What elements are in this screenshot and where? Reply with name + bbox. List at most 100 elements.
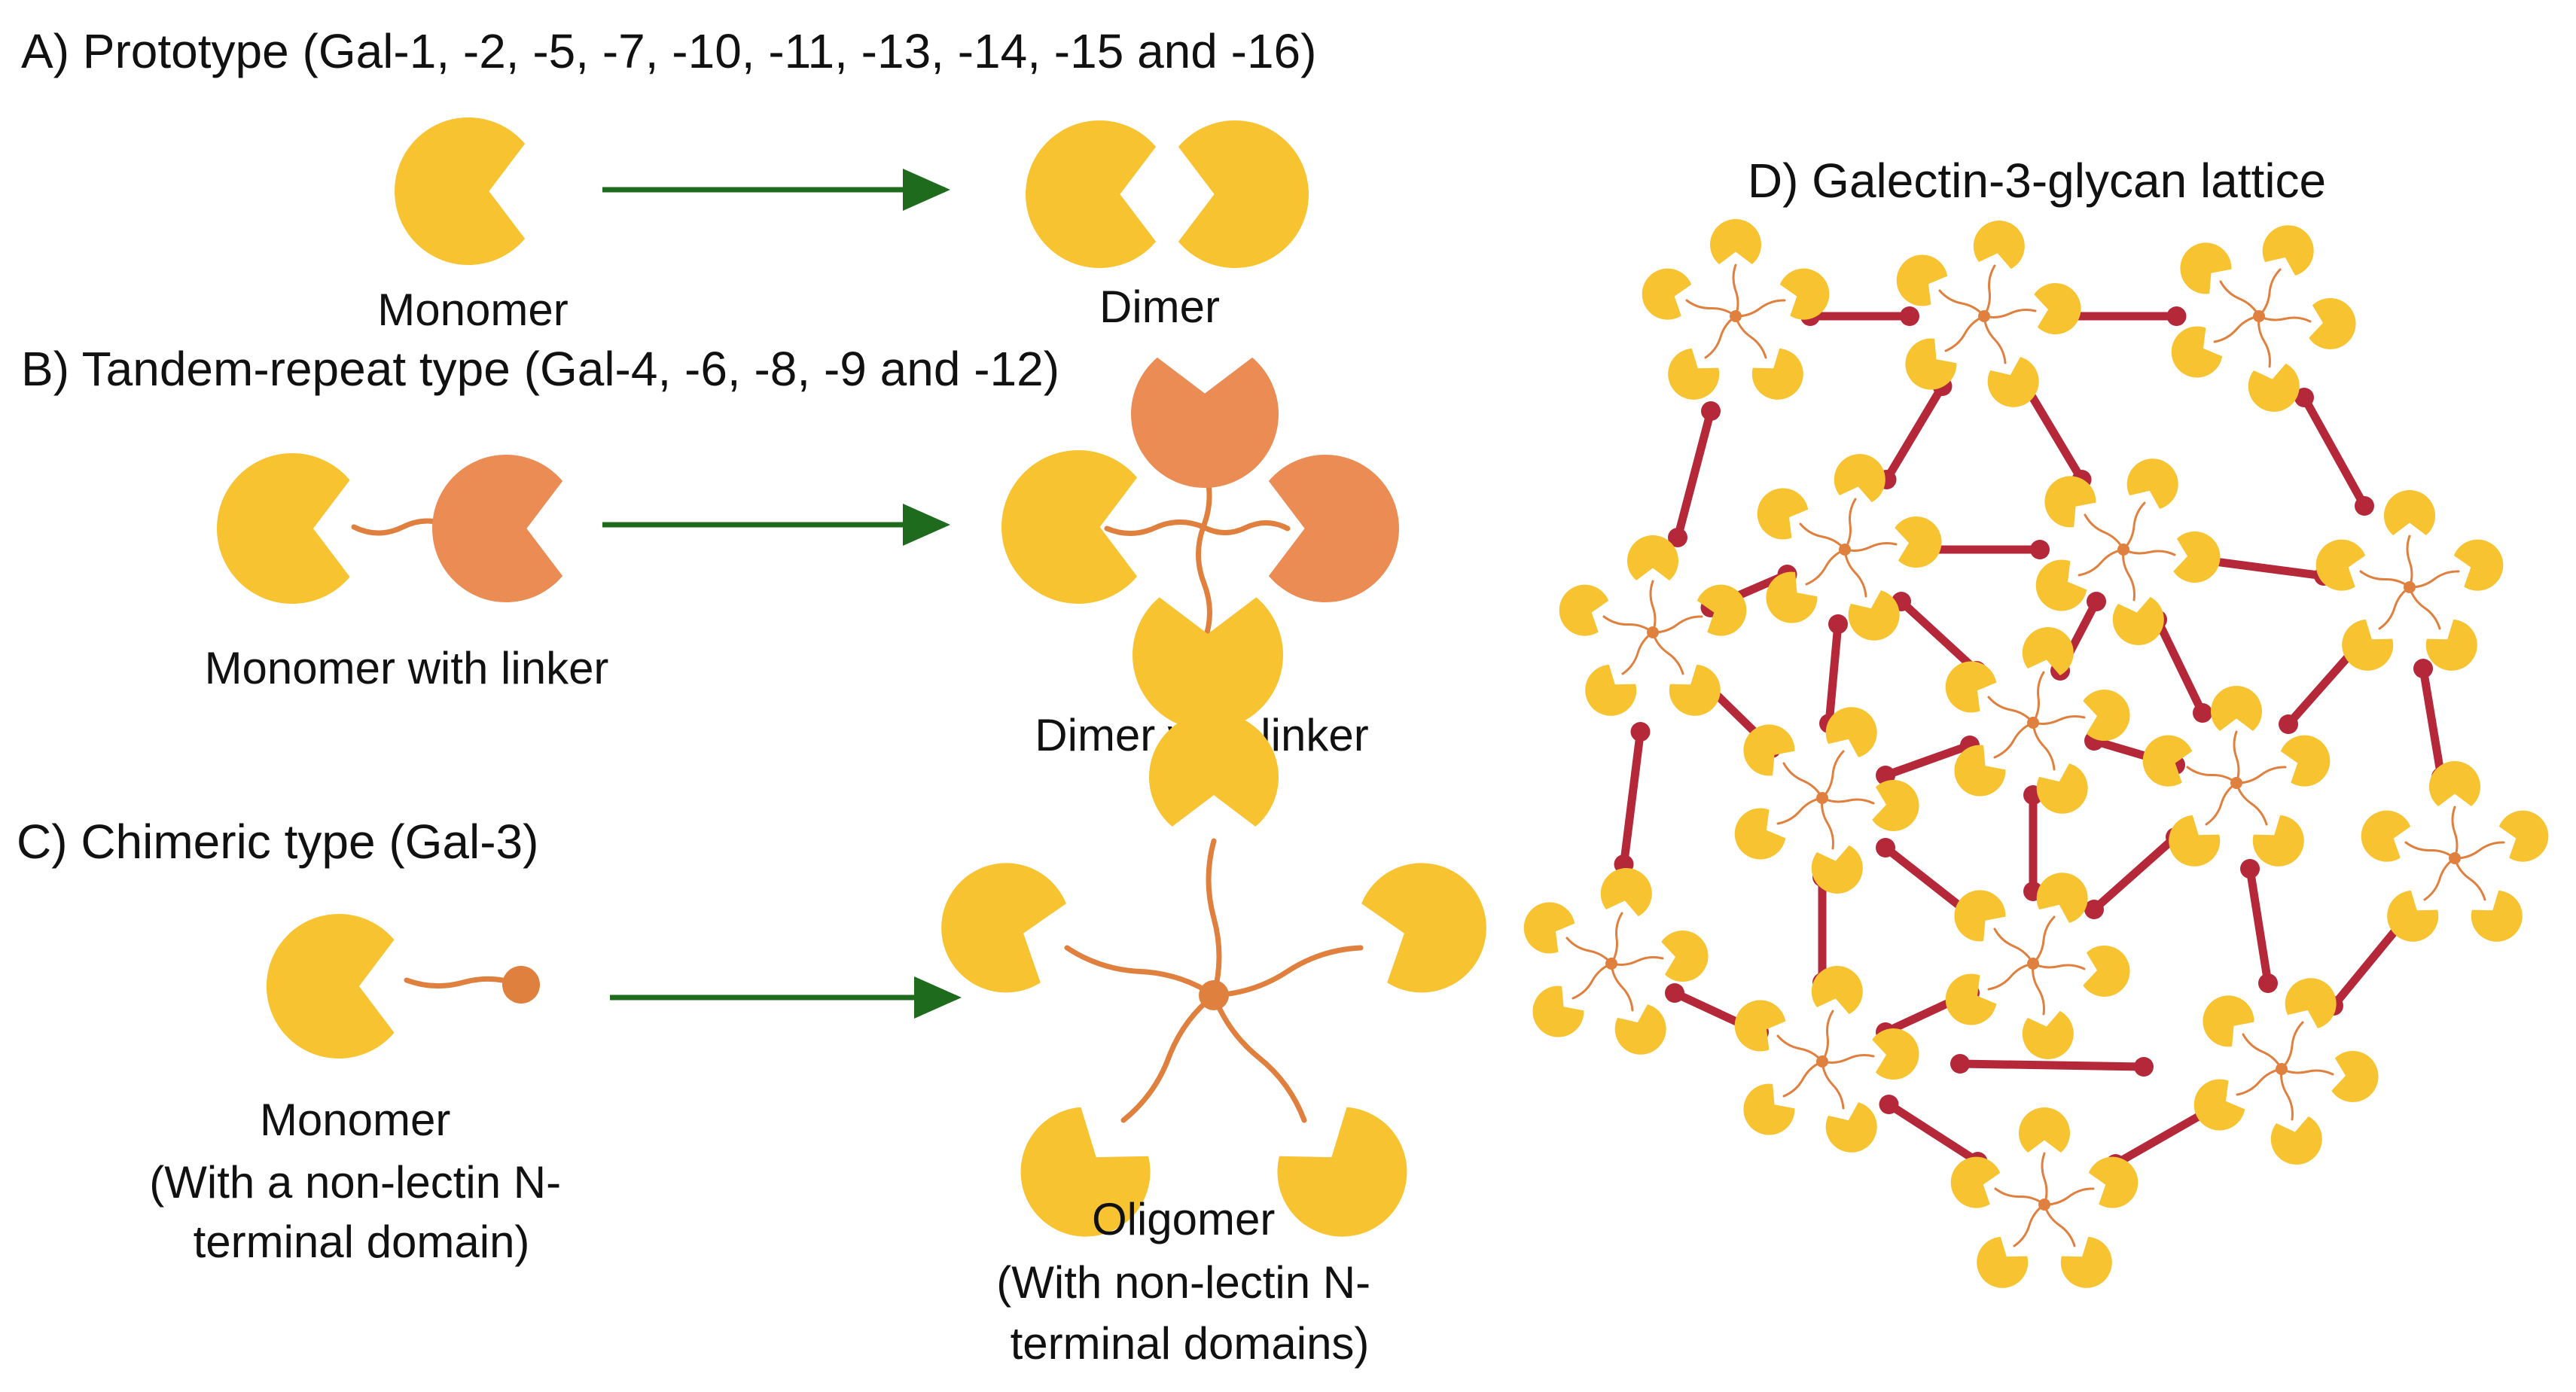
pentamer-tail (2236, 1068, 2283, 1096)
lattice-crd-icon (1523, 902, 1575, 954)
pentamer-tail (1938, 289, 1986, 318)
oligomer-crd-icon (1277, 1107, 1407, 1237)
c-oligomer-label: Oligomer (With non-lectin N- terminal do… (996, 1194, 1383, 1369)
b-monomer-icon (217, 452, 563, 604)
lattice-link-end (1828, 614, 1848, 634)
pentamer-tail (2257, 268, 2282, 318)
lattice-crd-icon (1834, 454, 1886, 503)
pentamer-tail (1843, 498, 1857, 551)
pentamer-tail (2235, 766, 2287, 784)
lattice-link-end (1630, 722, 1651, 742)
pentamer-tail (2032, 962, 2045, 1016)
pentamer-tail (1610, 962, 1634, 1012)
dimer-linker (1200, 520, 1291, 535)
monomer-crd-orange-icon (432, 454, 563, 602)
section-d-header: D) Galectin-3-glycan lattice (1748, 154, 2326, 208)
pentamer-tail (2122, 501, 2146, 551)
lattice-glycan-link (1881, 843, 1974, 918)
lattice-glycan-link (2090, 833, 2180, 914)
lattice-pentamer (1945, 627, 2130, 814)
section-b-header: B) Tandem-repeat type (Gal-4, -6, -8, -9… (21, 342, 1059, 396)
lattice-crd-icon (1895, 516, 1942, 568)
lattice-crd-icon (1987, 357, 2039, 407)
lattice-pentamer (2193, 978, 2379, 1165)
pentamer-tail (2257, 315, 2271, 368)
pentamer-tail (2423, 857, 2456, 901)
pentamer-tail (2453, 857, 2486, 901)
lattice-crd-icon (1825, 1102, 1877, 1153)
lattice-link-end (2193, 703, 2212, 723)
pentamer-tail (2280, 1068, 2334, 1076)
pentamer-tail (2280, 1021, 2304, 1071)
lattice-pentamer (1734, 966, 1919, 1153)
pentamer-tail (1821, 797, 1875, 805)
monomer-crd-yellow-icon (217, 452, 350, 604)
lattice-nodes (1523, 218, 2549, 1288)
pentamer-tail (1994, 1187, 2046, 1206)
pentamer-core-icon (2027, 958, 2039, 970)
dimer-crd-right-icon (1178, 120, 1309, 268)
pentamer-tail (2280, 1068, 2294, 1121)
pentamer-tail (2235, 781, 2268, 826)
lattice-crd-icon (2387, 890, 2439, 942)
pentamer-tail (2043, 1203, 2076, 1247)
lattice-link-end (2084, 900, 2104, 919)
lattice-crd-icon (1697, 584, 1747, 636)
pentamer-tail (1993, 721, 2035, 759)
oligomer-tail (1211, 992, 1307, 1123)
lattice-crd-icon (1559, 584, 1609, 636)
lattice-crd-icon (1734, 1000, 1786, 1052)
pentamer-tail (1732, 263, 1739, 318)
oligomer-tail (1211, 945, 1364, 998)
lattice-link-end (2258, 973, 2278, 993)
lattice-crd-icon (2036, 873, 2088, 923)
oligomer-crd-icon (1149, 712, 1279, 827)
lattice-crd-icon (1627, 535, 1678, 580)
pentamer-tail (1983, 315, 2007, 364)
pentamer-tail (1843, 542, 1898, 552)
pentamer-core-icon (1816, 1055, 1828, 1068)
lattice-glycan-link (1673, 407, 1715, 542)
oligomer-crd-icon (941, 863, 1066, 993)
dimer-crd-orange-right-icon (1268, 455, 1399, 603)
lattice-crd-icon (1709, 218, 1761, 264)
pentamer-tail (2032, 671, 2045, 724)
lattice-crd-icon (2083, 945, 2130, 997)
pentamer-tail (2084, 513, 2125, 551)
lattice-crd-icon (1811, 966, 1863, 1015)
lattice-crd-icon (2342, 619, 2394, 671)
pentamer-tail (1734, 299, 1786, 318)
pentamer-tail (2213, 315, 2260, 343)
lattice-pentamer (1896, 221, 2081, 407)
lattice-pentamer (1734, 707, 1919, 894)
lattice-link-end (2087, 592, 2106, 611)
lattice-crd-icon (1743, 724, 1795, 776)
lattice-crd-icon (2018, 1107, 2070, 1153)
lattice-link-end (2355, 496, 2374, 516)
pentamer-tail (2404, 841, 2456, 860)
pentamer-core-icon (2117, 544, 2129, 556)
pentamer-core-icon (1730, 310, 1742, 322)
pentamer-core-icon (1816, 792, 1828, 804)
pentamer-tail (2043, 1187, 2095, 1206)
pentamer-tail (2041, 1152, 2048, 1206)
pentamer-tail (2122, 548, 2176, 556)
pentamer-tail (1987, 696, 2035, 724)
lattice-crd-icon (2248, 363, 2300, 412)
lattice-crd-icon (2022, 627, 2074, 676)
pentamer-tail (1993, 927, 2035, 965)
pentamer-tail (2453, 841, 2505, 860)
lattice-glycan-link (2300, 393, 2369, 510)
lattice-crd-icon (1945, 973, 1997, 1025)
lattice-glycan-link (2153, 615, 2207, 717)
lattice-crd-icon (2285, 978, 2337, 1028)
section-c-header: C) Chimeric type (Gal-3) (17, 815, 538, 869)
lattice-crd-icon (2169, 815, 2221, 867)
lattice-link-end (1879, 1095, 1899, 1114)
lattice-crd-icon (1600, 868, 1652, 917)
lattice-glycan-link (1881, 741, 1974, 780)
lattice-link-end (2166, 306, 2187, 326)
pentamer-tail (2013, 1203, 2046, 1247)
pentamer-tail (2408, 570, 2460, 589)
lattice-crd-icon (1734, 808, 1786, 860)
